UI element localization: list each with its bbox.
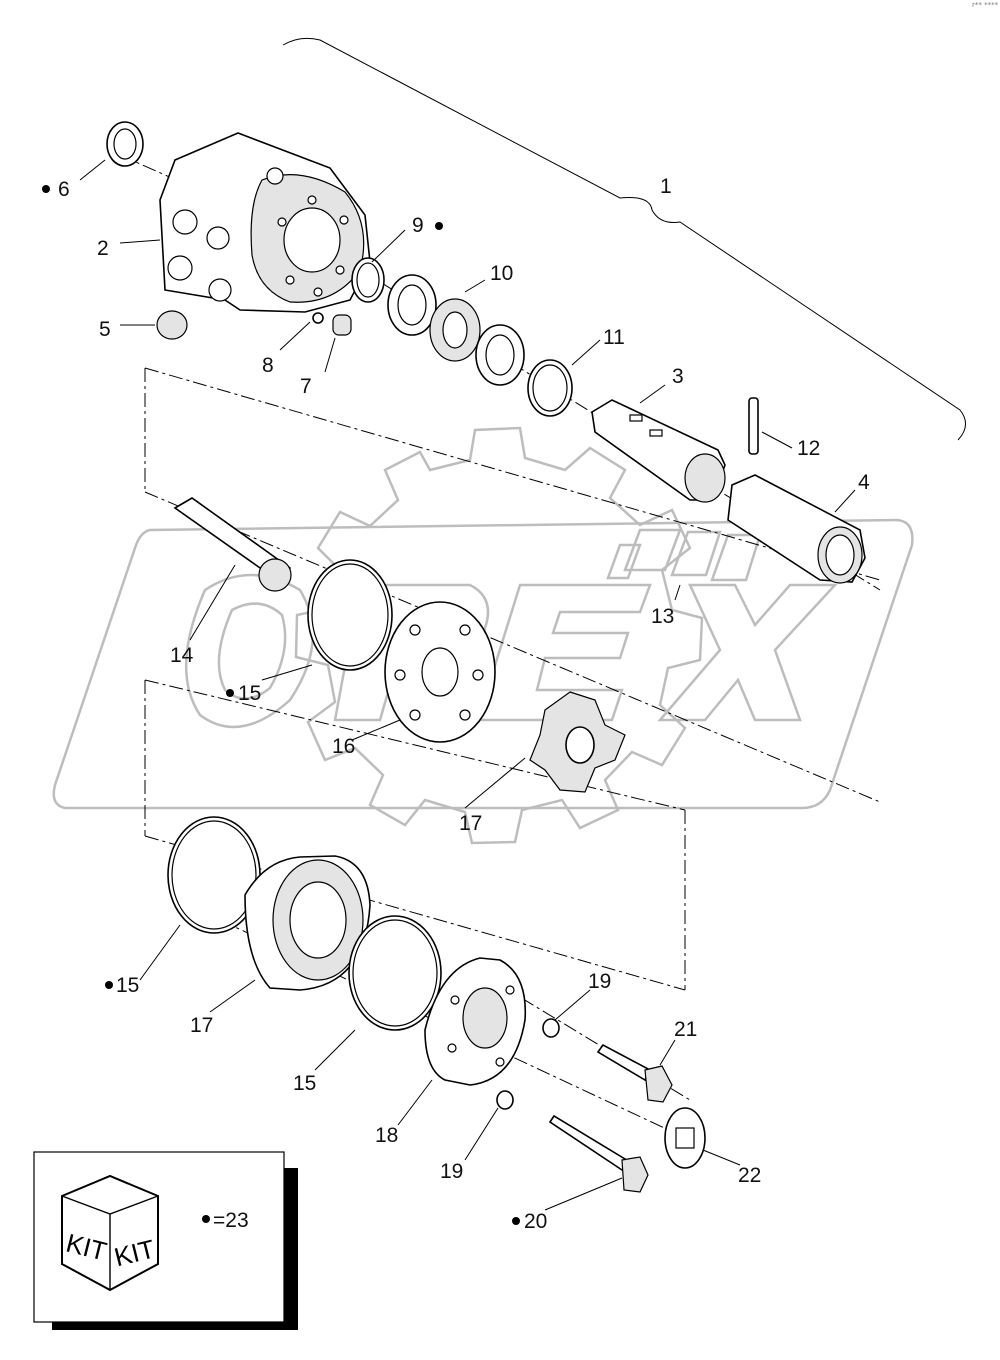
part-19-washer-lower: [496, 1090, 514, 1110]
part-12-pin: [748, 397, 759, 455]
label-21: 21: [674, 1018, 697, 1041]
label-1: 1: [660, 175, 672, 198]
label-4: 4: [858, 471, 870, 494]
part-labels: 1 2 3 4 5 6 7 8 9 10 11 12 13 14 15 16 1…: [58, 175, 870, 1233]
corner-mark: r** ****: [972, 1, 999, 9]
label-12: 12: [797, 437, 820, 460]
part-16-spacer-plate: [384, 601, 496, 743]
part-20-bolt: [548, 1114, 649, 1193]
part-21-bolt: [596, 1043, 673, 1103]
bullet-20: [512, 1217, 520, 1225]
label-15-b: 15: [116, 974, 139, 997]
label-17-a: 17: [459, 812, 482, 835]
label-5: 5: [99, 318, 111, 341]
label-2: 2: [97, 237, 109, 260]
part-14-drive-shaft: [173, 497, 292, 592]
label-22: 22: [738, 1164, 761, 1187]
label-20: 20: [524, 1210, 547, 1233]
label-10: 10: [490, 262, 513, 285]
label-18: 18: [375, 1124, 398, 1147]
part-17-stator: [244, 855, 371, 991]
part-7-spring: [332, 314, 352, 336]
label-19-b: 19: [440, 1160, 463, 1183]
kit-legend: KIT KIT =23: [33, 1151, 298, 1330]
part-3-spool: [591, 399, 726, 503]
leader-lines: [79, 159, 856, 1211]
label-9: 9: [412, 214, 424, 237]
bullet-6: [42, 185, 50, 193]
label-6: 6: [58, 178, 70, 201]
label-19-a: 19: [588, 970, 611, 993]
label-8: 8: [262, 354, 274, 377]
legend-text: =23: [213, 1209, 249, 1232]
part-19-washer-upper: [542, 1018, 560, 1038]
bullet-9: [435, 222, 443, 230]
bullet-15a: [226, 689, 234, 697]
label-13: 13: [651, 605, 674, 628]
part-22-cover-plate: [664, 1107, 706, 1169]
valve-housing: [159, 132, 371, 313]
label-15-a: 15: [238, 682, 261, 705]
part-18-end-cap: [424, 957, 527, 1086]
label-11: 11: [603, 326, 625, 349]
label-14: 14: [170, 644, 194, 667]
assembly-brace: [282, 37, 966, 441]
bullet-15b: [105, 981, 113, 989]
part-4-sleeve: [727, 474, 866, 584]
kit-bullets: [42, 185, 520, 1225]
label-15-c: 15: [293, 1072, 316, 1095]
label-16: 16: [332, 735, 355, 758]
part-10-bearing-set: [387, 274, 525, 386]
legend-bullet: [202, 1215, 210, 1223]
part-8-ball: [312, 312, 324, 324]
part-5-plug: [156, 310, 188, 340]
label-3: 3: [672, 365, 684, 388]
label-17-b: 17: [190, 1014, 213, 1037]
label-7: 7: [300, 375, 312, 398]
